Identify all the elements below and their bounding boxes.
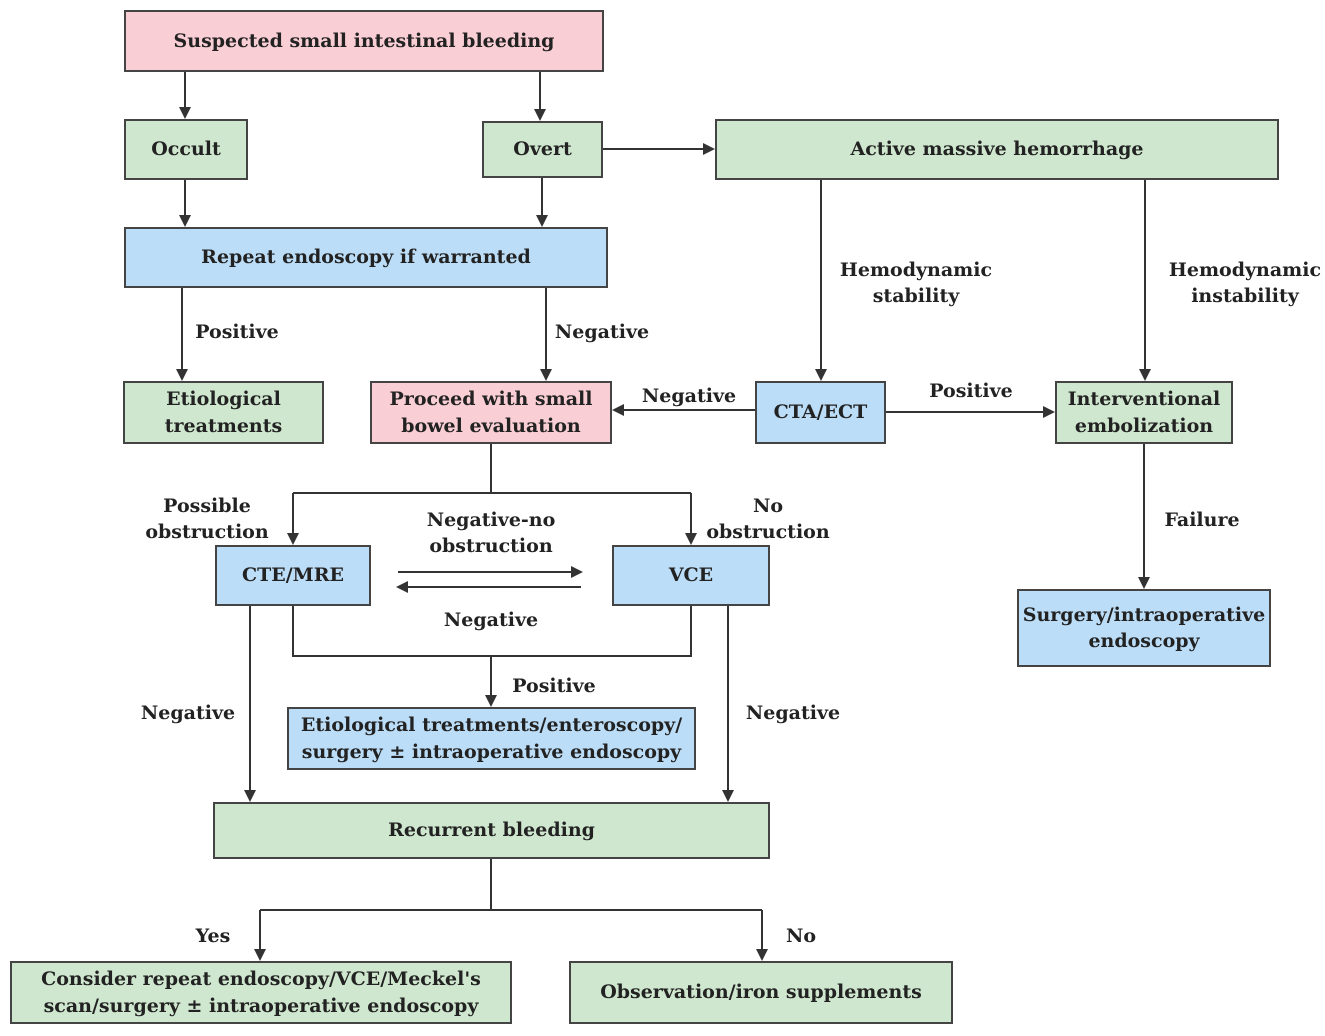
- node-etiological-enteroscopy: Etiological treatments/enteroscopy/ surg…: [287, 707, 696, 770]
- label-positive-cta: Positive: [929, 379, 1013, 402]
- label-negative-no-obstruction: Negative-no obstruction: [427, 507, 556, 559]
- node-interventional-embolization: Interventional embolization: [1055, 381, 1233, 444]
- label-positive-tests: Positive: [512, 674, 596, 697]
- label-negative-cta: Negative: [641, 384, 737, 407]
- node-surgery-line2: endoscopy: [1088, 630, 1200, 652]
- node-consider-repeat: Consider repeat endoscopy/VCE/Meckel's s…: [10, 961, 512, 1024]
- label-possible-obstruction-line1: Possible: [163, 494, 251, 517]
- label-hemodynamic-instability: Hemodynamic instability: [1169, 257, 1321, 309]
- label-negative-proceed: Negative: [554, 320, 650, 343]
- node-proceed-small-bowel: Proceed with small bowel evaluation: [370, 381, 612, 444]
- node-observation: Observation/iron supplements: [569, 961, 953, 1024]
- node-cte-mre: CTE/MRE: [215, 545, 371, 606]
- node-observation-text: Observation/iron supplements: [600, 981, 922, 1004]
- node-cta-ect-text: CTA/ECT: [773, 401, 868, 424]
- label-possible-obstruction: Possible obstruction: [145, 493, 268, 545]
- node-etiological-enteroscopy-line1: Etiological treatments/enteroscopy/: [300, 714, 683, 737]
- label-negative-no-obstruction-line2: obstruction: [429, 535, 553, 557]
- connector-recurrent-split: [260, 859, 492, 911]
- node-recurrent-bleeding-text: Recurrent bleeding: [388, 819, 595, 842]
- node-repeat-endoscopy-text: Repeat endoscopy if warranted: [201, 246, 531, 269]
- label-hemodynamic-instability-line1: Hemodynamic: [1168, 258, 1322, 281]
- node-active-hemorrhage-text: Active massive hemorrhage: [850, 138, 1144, 161]
- node-overt-text: Overt: [513, 138, 572, 161]
- label-negative-no-obstruction-line1: Negative-no: [426, 508, 556, 531]
- node-suspected-bleeding-text: Suspected small intestinal bleeding: [173, 29, 555, 52]
- node-overt: Overt: [482, 121, 603, 178]
- node-cte-mre-text: CTE/MRE: [242, 564, 344, 587]
- node-vce: VCE: [612, 545, 770, 606]
- node-recurrent-bleeding: Recurrent bleeding: [213, 802, 770, 859]
- node-proceed-line1: Proceed with small: [389, 388, 593, 411]
- label-no-obstruction: No obstruction: [706, 493, 829, 545]
- node-surgery-line1: Surgery/intraoperative: [1022, 603, 1266, 626]
- node-interventional-line2: embolization: [1074, 414, 1214, 437]
- connector-proceed-split: [293, 444, 492, 494]
- node-occult-text: Occult: [151, 138, 221, 161]
- node-etiological-line1: Etiological: [166, 388, 281, 411]
- label-negative-left: Negative: [140, 701, 236, 724]
- label-failure: Failure: [1164, 508, 1240, 531]
- node-cta-ect: CTA/ECT: [755, 381, 886, 444]
- node-active-hemorrhage: Active massive hemorrhage: [715, 119, 1279, 180]
- label-hemodynamic-stability-line1: Hemodynamic: [839, 258, 993, 281]
- label-positive-etiological: Positive: [195, 320, 279, 343]
- label-negative-right: Negative: [745, 701, 841, 724]
- node-suspected-bleeding: Suspected small intestinal bleeding: [124, 10, 604, 72]
- node-vce-text: VCE: [668, 564, 714, 587]
- node-proceed-line2: bowel evaluation: [401, 414, 581, 437]
- node-surgery-intraoperative: Surgery/intraoperative endoscopy: [1017, 589, 1271, 667]
- label-hemodynamic-instability-line2: instability: [1191, 285, 1299, 307]
- node-etiological-treatments: Etiological treatments: [123, 381, 324, 444]
- label-no-obstruction-line2: obstruction: [706, 521, 830, 543]
- node-consider-repeat-line1: Consider repeat endoscopy/VCE/Meckel's: [41, 968, 481, 991]
- node-consider-repeat-line2: scan/surgery ± intraoperative endoscopy: [43, 994, 479, 1017]
- node-etiological-enteroscopy-line2: surgery ± intraoperative endoscopy: [301, 740, 682, 763]
- label-hemodynamic-stability: Hemodynamic stability: [840, 257, 992, 309]
- label-possible-obstruction-line2: obstruction: [145, 521, 269, 543]
- node-repeat-endoscopy: Repeat endoscopy if warranted: [124, 227, 608, 288]
- label-yes: Yes: [195, 924, 231, 947]
- label-negative-between: Negative: [443, 608, 539, 631]
- label-no-obstruction-line1: No: [752, 494, 784, 517]
- label-hemodynamic-stability-line2: stability: [872, 285, 960, 307]
- node-interventional-line1: Interventional: [1067, 388, 1221, 411]
- node-etiological-line2: treatments: [164, 414, 283, 437]
- node-occult: Occult: [124, 119, 248, 180]
- label-no: No: [785, 924, 817, 947]
